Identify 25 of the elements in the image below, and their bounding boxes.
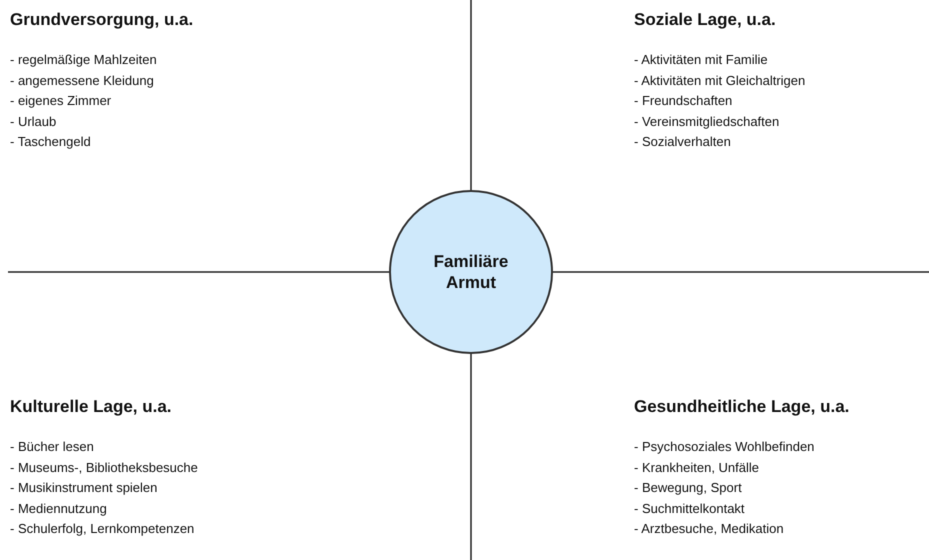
node-label: Familiäre Armut xyxy=(432,250,510,294)
list-item: - Urlaub xyxy=(10,114,56,128)
list-item: - Vereinsmitgliedschaften xyxy=(634,114,780,128)
section-heading: Gesundheitliche Lage, u.a. xyxy=(634,397,850,417)
list-item: - Freundschaften xyxy=(634,93,732,108)
list-item: - Aktivitäten mit Gleichaltrigen xyxy=(634,72,806,88)
list-item: - Schulerfolg, Lernkompetenzen xyxy=(10,521,194,536)
section-heading: Grundversorgung, u.a. xyxy=(10,10,194,30)
section-heading: Kulturelle Lage, u.a. xyxy=(10,397,172,417)
list-item: - Sozialverhalten xyxy=(634,134,731,149)
list-item: - Krankheiten, Unfälle xyxy=(634,460,760,474)
list-item: - Suchmittelkontakt xyxy=(634,500,745,516)
list-item: - regelmäßige Mahlzeiten xyxy=(10,52,157,67)
list-item: - Museums-, Bibliotheksbesuche xyxy=(10,460,198,474)
list-item: - Bücher lesen xyxy=(10,439,94,454)
list-item: - Aktivitäten mit Familie xyxy=(634,52,768,67)
list-item: - Mediennutzung xyxy=(10,500,107,516)
section-heading: Soziale Lage, u.a. xyxy=(634,10,776,30)
list-item: - Psychosoziales Wohlbefinden xyxy=(634,439,814,454)
list-item: - Musikinstrument spielen xyxy=(10,480,158,495)
list-item: - Arztbesuche, Medikation xyxy=(634,521,784,536)
list-item: - Taschengeld xyxy=(10,134,91,149)
list-item: - Bewegung, Sport xyxy=(634,480,742,495)
list-item: - eigenes Zimmer xyxy=(10,93,112,108)
list-item: - angemessene Kleidung xyxy=(10,72,154,88)
